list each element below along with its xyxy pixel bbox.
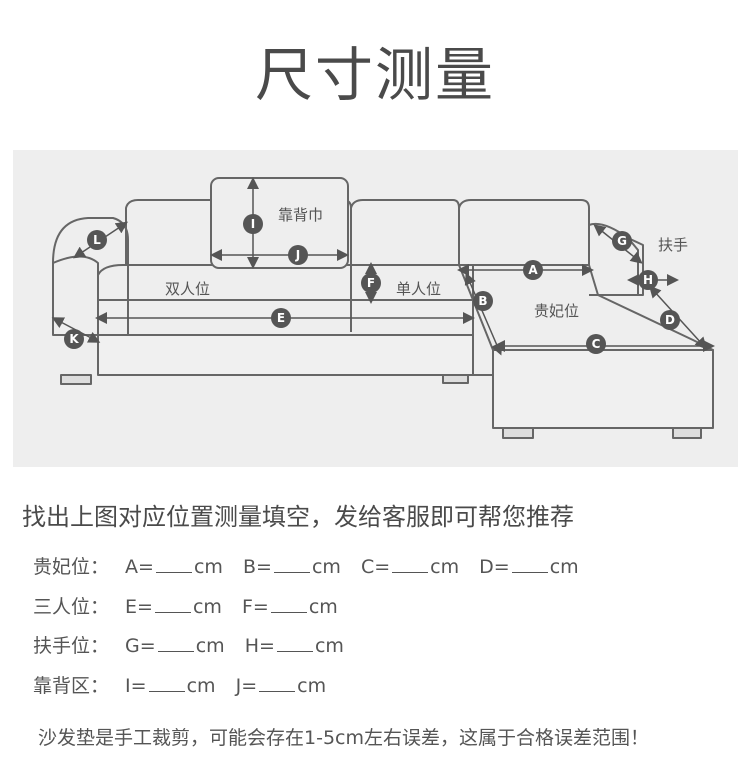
field-j[interactable]: J=cm <box>235 675 327 697</box>
marker-e: E <box>271 308 291 328</box>
marker-g: G <box>612 231 632 251</box>
row-label: 扶手位： <box>33 635 110 657</box>
marker-b: B <box>473 291 493 311</box>
svg-text:I: I <box>251 217 255 231</box>
marker-c: C <box>586 334 606 354</box>
instruction-text: 找出上图对应位置测量填空，发给客服即可帮您推荐 <box>22 503 574 531</box>
field-h[interactable]: H=cm <box>244 635 344 657</box>
svg-text:C: C <box>592 337 601 351</box>
svg-text:K: K <box>69 332 79 346</box>
svg-text:H: H <box>643 273 653 287</box>
svg-text:G: G <box>617 234 627 248</box>
row-label: 贵妃位： <box>33 556 110 578</box>
tolerance-note: 沙发垫是手工裁剪，可能会存在1-5cm左右误差，这属于合格误差范围！ <box>38 727 649 749</box>
row-label: 三人位： <box>33 596 110 618</box>
field-d[interactable]: D=cm <box>479 556 579 578</box>
marker-l: L <box>87 230 107 250</box>
field-i[interactable]: I=cm <box>125 675 216 697</box>
marker-k: K <box>64 329 84 349</box>
field-f[interactable]: F=cm <box>242 596 338 618</box>
sofa-diagram: I J F E K L A B C D G H 靠背巾 双人位 单人位 贵妃位 … <box>13 150 738 467</box>
marker-h: H <box>638 270 658 290</box>
row-label: 靠背区： <box>33 675 110 697</box>
svg-text:B: B <box>478 294 487 308</box>
field-g[interactable]: G=cm <box>125 635 225 657</box>
label-double-seat: 双人位 <box>165 280 210 298</box>
svg-text:E: E <box>277 311 285 325</box>
svg-text:F: F <box>367 276 375 290</box>
marker-f: F <box>361 273 381 293</box>
label-armrest: 扶手 <box>658 236 688 254</box>
field-c[interactable]: C=cm <box>360 556 460 578</box>
marker-j: J <box>288 245 308 265</box>
sofa-illustration: I J F E K L A B C D G H 靠背巾 双人位 单人位 贵妃位 … <box>51 177 715 439</box>
field-b[interactable]: B=cm <box>242 556 341 578</box>
svg-text:A: A <box>528 263 538 277</box>
label-single-seat: 单人位 <box>396 280 441 298</box>
row-three-seat: 三人位： E=cm F=cm <box>33 592 352 619</box>
marker-a: A <box>523 260 543 280</box>
marker-i: I <box>243 214 263 234</box>
marker-d: D <box>660 310 680 330</box>
row-armrest: 扶手位： G=cm H=cm <box>33 631 358 658</box>
svg-text:D: D <box>665 313 675 327</box>
page-title: 尺寸测量 <box>254 41 495 109</box>
label-backrest: 靠背巾 <box>278 206 323 224</box>
field-a[interactable]: A=cm <box>125 556 223 578</box>
field-e[interactable]: E=cm <box>125 596 222 618</box>
row-backrest: 靠背区： I=cm J=cm <box>33 671 340 698</box>
row-chaise: 贵妃位： A=cm B=cm C=cm D=cm <box>33 552 593 579</box>
svg-text:J: J <box>295 248 300 262</box>
label-chaise: 贵妃位 <box>534 302 579 320</box>
svg-text:L: L <box>93 233 101 247</box>
